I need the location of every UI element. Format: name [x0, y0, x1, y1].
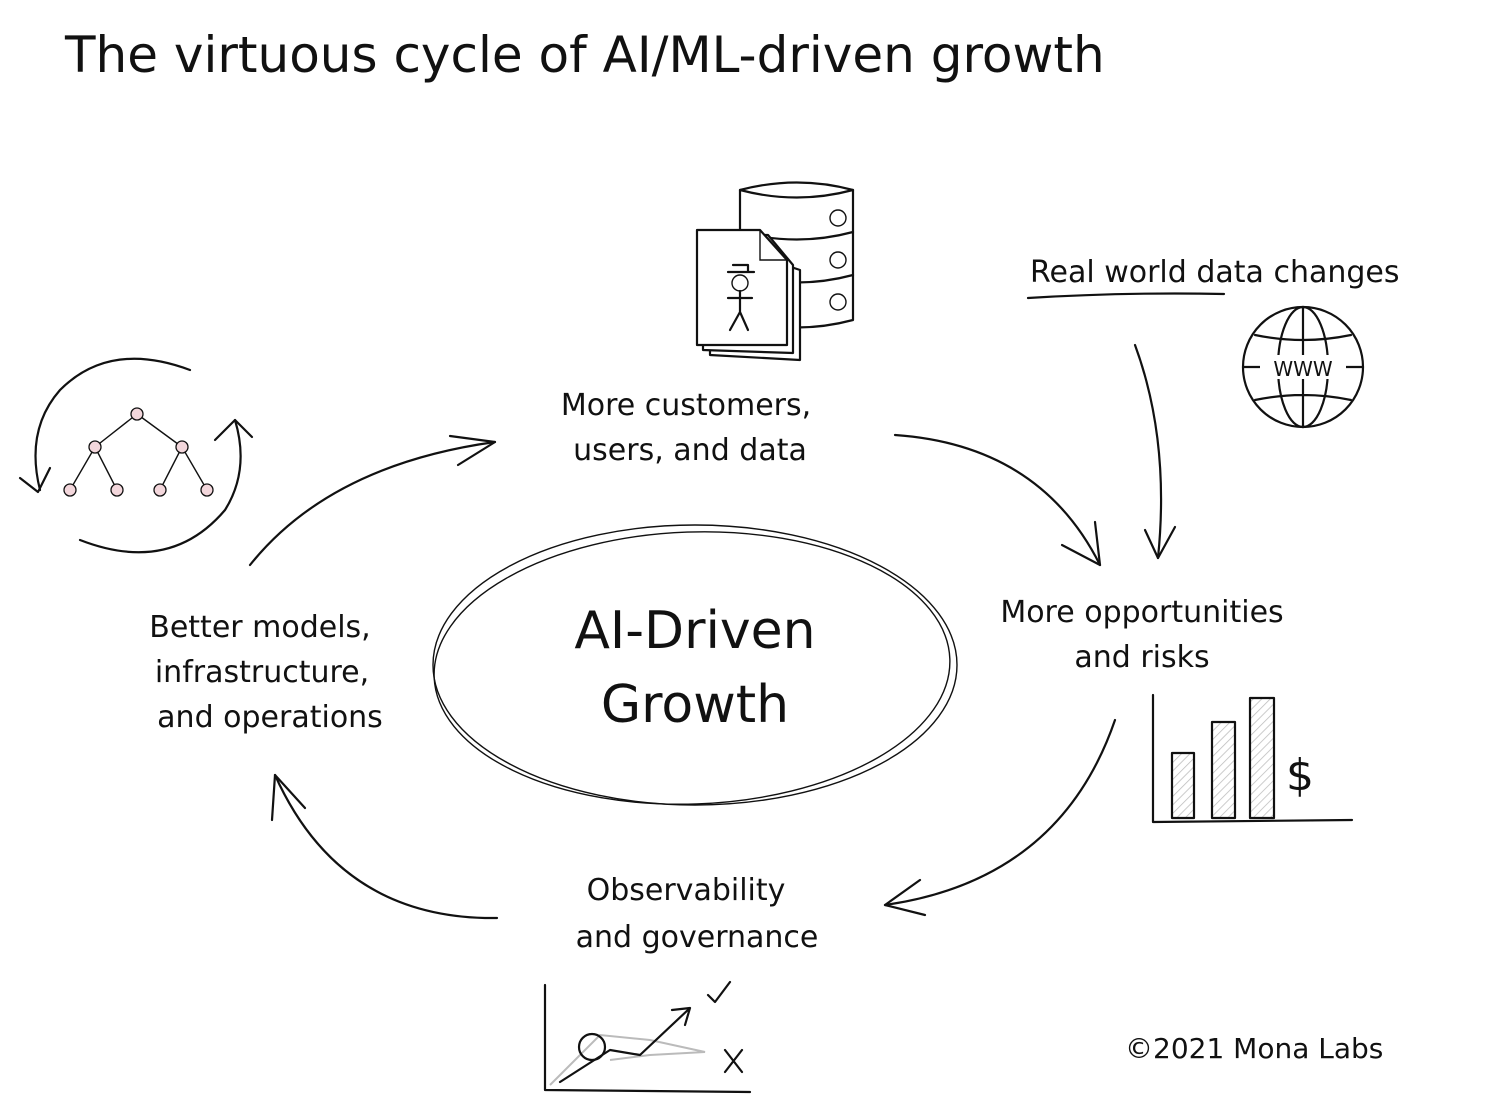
database-document-icon — [695, 181, 855, 362]
dollar-sign: $ — [1286, 750, 1314, 801]
top-node-line1: More customers, — [561, 388, 811, 423]
center-ellipse — [432, 524, 958, 806]
arrow-left-to-top — [248, 434, 497, 567]
bottom-node-line2: and governance — [576, 920, 819, 955]
tree-cycle-icon — [18, 357, 254, 554]
arrow-external-to-right — [1133, 343, 1177, 560]
real-world-label: Real world data changes — [1030, 255, 1400, 290]
underline — [1026, 292, 1226, 300]
left-node-line3: and operations — [157, 700, 383, 735]
right-node-line2: and risks — [1074, 640, 1209, 675]
arrow-right-to-bottom — [883, 718, 1117, 917]
top-node-line2: users, and data — [573, 433, 807, 468]
right-node-line1: More opportunities — [1000, 595, 1283, 630]
arrow-top-to-right — [893, 433, 1102, 567]
real-world-underlined: Real world — [1030, 255, 1187, 290]
center-label-line2: Growth — [601, 675, 789, 735]
arrow-bottom-to-left — [270, 773, 499, 920]
copyright: ©2021 Mona Labs — [1125, 1032, 1383, 1065]
globe-label: WWW — [1273, 357, 1333, 381]
data-changes-text: data changes — [1196, 255, 1399, 290]
bottom-node-line1: Observability — [587, 873, 786, 908]
left-node-line2: infrastructure, — [155, 655, 369, 690]
bar-chart-dollar-icon: $ — [1151, 693, 1354, 824]
center-label-line1: AI-Driven — [574, 601, 815, 661]
left-node-line1: Better models, — [149, 610, 370, 645]
monitoring-chart-icon — [543, 980, 752, 1094]
diagram-title: The virtuous cycle of AI/ML-driven growt… — [64, 26, 1105, 84]
globe-www-icon: WWW — [1241, 305, 1365, 429]
